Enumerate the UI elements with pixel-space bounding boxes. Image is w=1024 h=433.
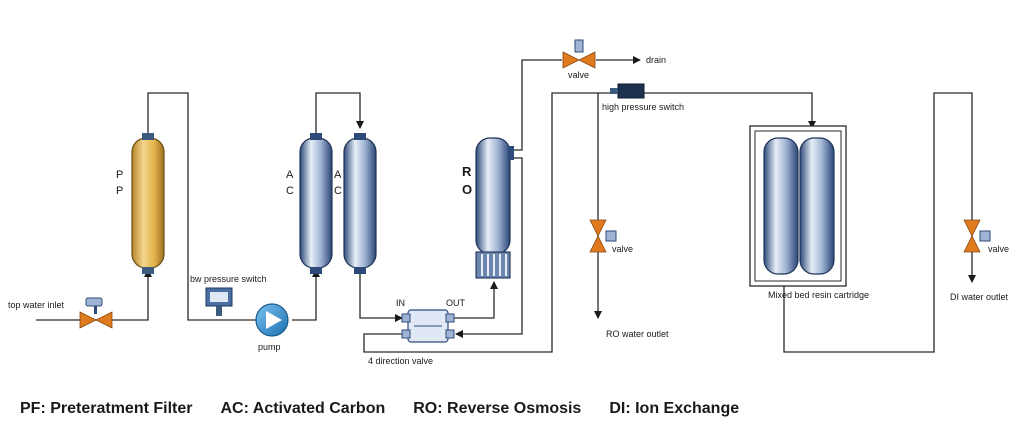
ro-system-diagram: P P A C A C R O Mixed bed resin cartridg… [8, 39, 1009, 366]
mixed-bed-label: Mixed bed resin cartridge [768, 290, 869, 300]
ac-vessel-1: A C [286, 133, 333, 274]
ac2-letter-a: A [334, 169, 342, 181]
pf-letter-1: P [116, 169, 123, 181]
di-pipe [783, 92, 976, 353]
pump-icon: pump [255, 303, 289, 352]
pump-label: pump [258, 342, 281, 352]
pf-outlet-pipe [147, 92, 256, 321]
drain-valve-icon: valve drain [562, 39, 666, 80]
legend-item-ro: RO: Reverse Osmosis [413, 400, 582, 417]
pf-letter-2: P [116, 185, 123, 197]
high-pressure-switch-label: high pressure switch [602, 102, 684, 112]
ro-return-pipe [455, 157, 523, 338]
ro-concentrate-pipe [510, 59, 562, 151]
inlet-label: top water inlet [8, 300, 65, 310]
to-mixed-bed-pipe [598, 92, 816, 129]
ac1-letter-a: A [286, 169, 294, 181]
ro-letter-o: O [462, 182, 472, 197]
inlet-pipe [36, 269, 152, 321]
drain-label: drain [646, 55, 666, 65]
legend-item-ac: AC: Activated Carbon [220, 400, 386, 417]
ac-vessel-2: A C [334, 133, 377, 274]
drain-valve-label: valve [568, 70, 589, 80]
four-way-valve-label: 4 direction valve [368, 356, 433, 366]
ac-to-valve-pipe [359, 270, 403, 322]
bw-switch-label: bw pressure switch [190, 274, 267, 284]
in-label: IN [396, 298, 405, 308]
di-valve-label: valve [988, 244, 1009, 254]
legend-item-di: DI: Ion Exchange [609, 400, 740, 417]
legend-item-pf: PF: Preteratment Filter [20, 400, 193, 417]
legend: PF: Preteratment Filter AC: Activated Ca… [20, 397, 1010, 421]
valve-to-ro-pipe [452, 281, 498, 319]
high-pressure-switch-icon: high pressure switch [602, 83, 684, 112]
di-outlet-label: DI water outlet [950, 292, 1009, 302]
di-valve-icon: valve DI water outlet [950, 219, 1009, 302]
ro-outlet-label: RO water outlet [606, 329, 669, 339]
four-direction-valve-icon: IN OUT 4 direction valve [368, 298, 466, 366]
ac-link-pipe [315, 92, 364, 138]
ro-letter-r: R [462, 164, 472, 179]
pipes [36, 56, 976, 353]
ro-vessel: R O [462, 137, 514, 279]
ro-valve-icon: valve RO water outlet [589, 219, 669, 339]
ro-valve-label: valve [612, 244, 633, 254]
pump-outlet-pipe [292, 269, 320, 321]
out-label: OUT [446, 298, 466, 308]
ac2-letter-c: C [334, 185, 342, 197]
permeate-pipe [363, 92, 598, 353]
inlet-valve-icon: top water inlet [8, 297, 113, 329]
mixed-bed-cartridge: Mixed bed resin cartridge [749, 125, 869, 300]
bw-pressure-switch-icon: bw pressure switch [190, 274, 267, 316]
ac1-letter-c: C [286, 185, 294, 197]
pf-vessel: P P [116, 133, 165, 274]
